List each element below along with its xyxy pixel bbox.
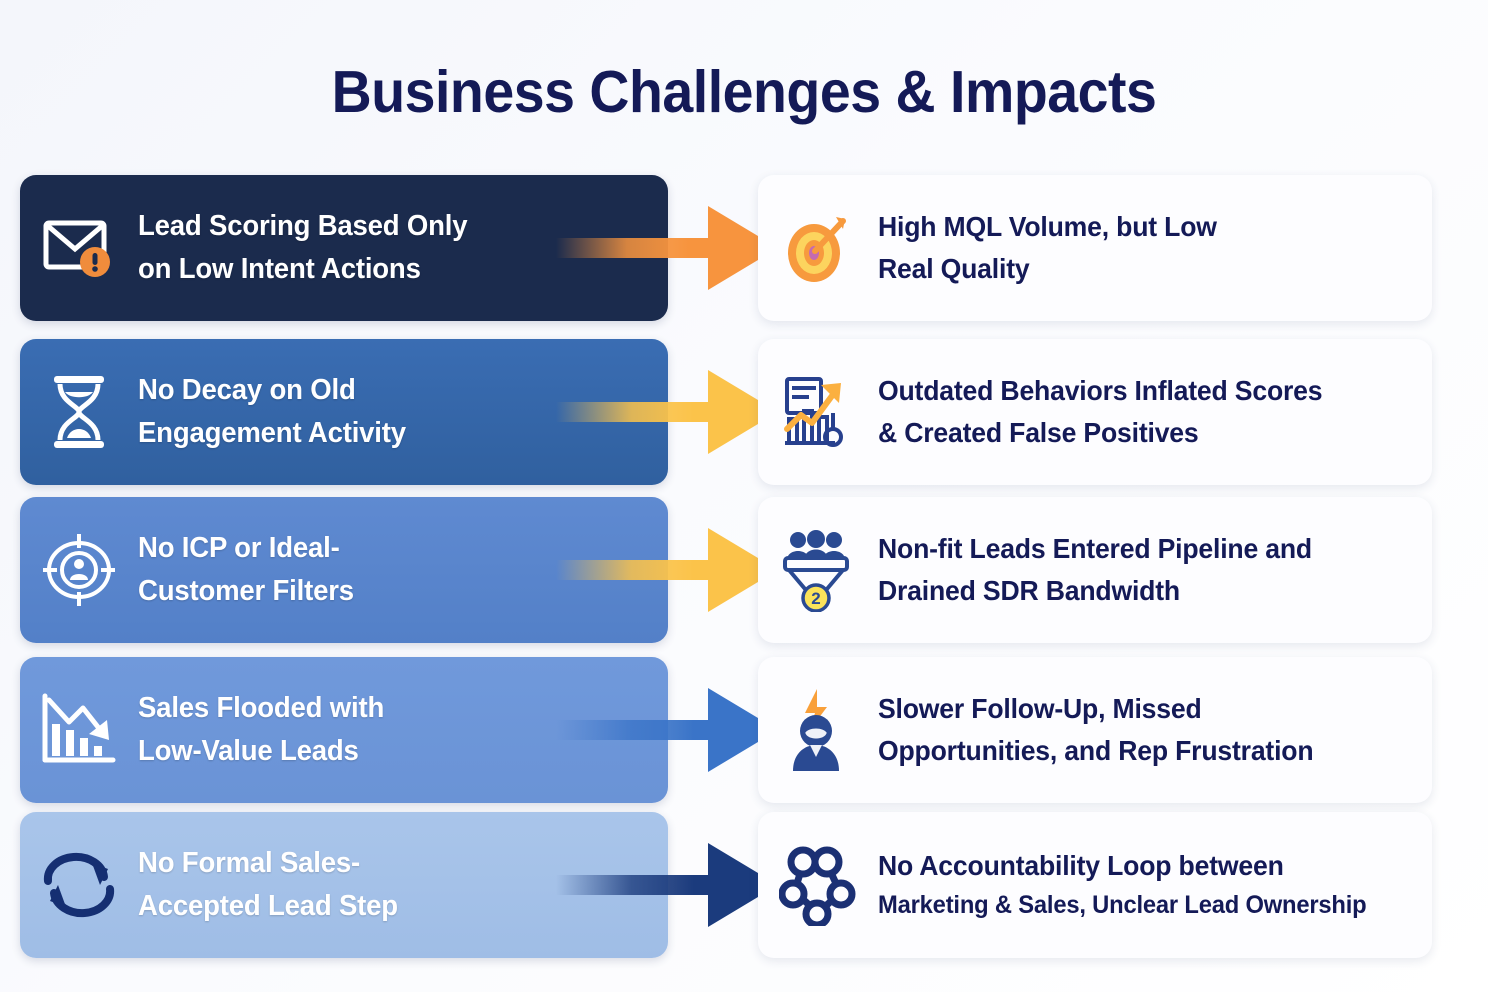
hourglass-icon	[20, 372, 138, 452]
impact-line1: High MQL Volume, but Low	[878, 211, 1217, 242]
chart-rising-arrow-icon	[758, 373, 878, 451]
declining-bar-chart-icon	[20, 692, 138, 768]
impact-card-3[interactable]: 2 Non-fit Leads Entered Pipeline and Dra…	[758, 497, 1432, 643]
arrow-right-yellow	[556, 370, 778, 454]
row-3: No ICP or Ideal- Customer Filters	[0, 497, 1488, 643]
challenge-card-4[interactable]: Sales Flooded with Low-Value Leads	[20, 657, 668, 803]
arrow-right-orange	[556, 206, 778, 290]
impact-line1: Outdated Behaviors Inflated Scores	[878, 375, 1323, 406]
challenge-line1: No Decay on Old	[138, 374, 356, 407]
impact-text-2: Outdated Behaviors Inflated Scores & Cre…	[878, 370, 1323, 454]
impact-card-1[interactable]: High MQL Volume, but Low Real Quality	[758, 175, 1432, 321]
impact-line1: No Accountability Loop between	[878, 850, 1284, 882]
impact-line2: Real Quality	[878, 253, 1030, 284]
envelope-alert-icon	[20, 215, 138, 281]
refresh-cycle-icon	[20, 847, 138, 923]
challenge-line2: Customer Filters	[138, 575, 354, 607]
challenge-text-4: Sales Flooded with Low-Value Leads	[138, 687, 384, 772]
challenge-text-5: No Formal Sales- Accepted Lead Step	[138, 842, 398, 927]
challenge-line2: Accepted Lead Step	[138, 890, 398, 922]
impact-text-3: Non-fit Leads Entered Pipeline and Drain…	[878, 528, 1312, 612]
impact-text-4: Slower Follow-Up, Missed Opportunities, …	[878, 688, 1314, 772]
impact-line2: & Created False Positives	[878, 417, 1199, 448]
impact-line2: Opportunities, and Rep Frustration	[878, 735, 1314, 766]
challenge-line1: Sales Flooded with	[138, 692, 385, 725]
impact-text-5: No Accountability Loop between Marketing…	[878, 845, 1367, 925]
challenge-line1: Lead Scoring Based Only	[138, 210, 468, 243]
arrow-right-blue	[556, 688, 778, 772]
challenge-line2: Engagement Activity	[138, 417, 406, 449]
arrow-right-navy	[556, 843, 778, 927]
crosshair-person-icon	[20, 530, 138, 610]
row-1: Lead Scoring Based Only on Low Intent Ac…	[0, 175, 1488, 321]
impact-line2: Marketing & Sales, Unclear Lead Ownershi…	[878, 891, 1367, 920]
funnel-badge-number: 2	[811, 589, 820, 608]
row-2: No Decay on Old Engagement Activity	[0, 339, 1488, 485]
row-4: Sales Flooded with Low-Value Leads	[0, 657, 1488, 803]
bullseye-target-icon	[758, 211, 878, 285]
challenge-line1: No Formal Sales-	[138, 847, 361, 880]
challenge-text-2: No Decay on Old Engagement Activity	[138, 369, 406, 454]
challenge-line1: No ICP or Ideal-	[138, 532, 340, 565]
impact-card-4[interactable]: Slower Follow-Up, Missed Opportunities, …	[758, 657, 1432, 803]
network-nodes-icon	[758, 844, 878, 926]
impact-card-5[interactable]: No Accountability Loop between Marketing…	[758, 812, 1432, 958]
challenge-line2: on Low Intent Actions	[138, 253, 421, 285]
challenge-line2: Low-Value Leads	[138, 735, 359, 767]
stressed-person-icon	[758, 687, 878, 773]
funnel-people-icon: 2	[758, 528, 878, 612]
challenge-text-1: Lead Scoring Based Only on Low Intent Ac…	[138, 205, 468, 290]
arrow-right-yellow	[556, 528, 778, 612]
impact-card-2[interactable]: Outdated Behaviors Inflated Scores & Cre…	[758, 339, 1432, 485]
impact-line1: Non-fit Leads Entered Pipeline and	[878, 533, 1312, 564]
impact-line2: Drained SDR Bandwidth	[878, 575, 1180, 606]
impact-line1: Slower Follow-Up, Missed	[878, 693, 1202, 724]
challenge-text-3: No ICP or Ideal- Customer Filters	[138, 527, 354, 612]
row-5: No Formal Sales- Accepted Lead Step	[0, 812, 1488, 958]
impact-text-1: High MQL Volume, but Low Real Quality	[878, 206, 1217, 290]
page-title: Business Challenges & Impacts	[331, 59, 1157, 125]
